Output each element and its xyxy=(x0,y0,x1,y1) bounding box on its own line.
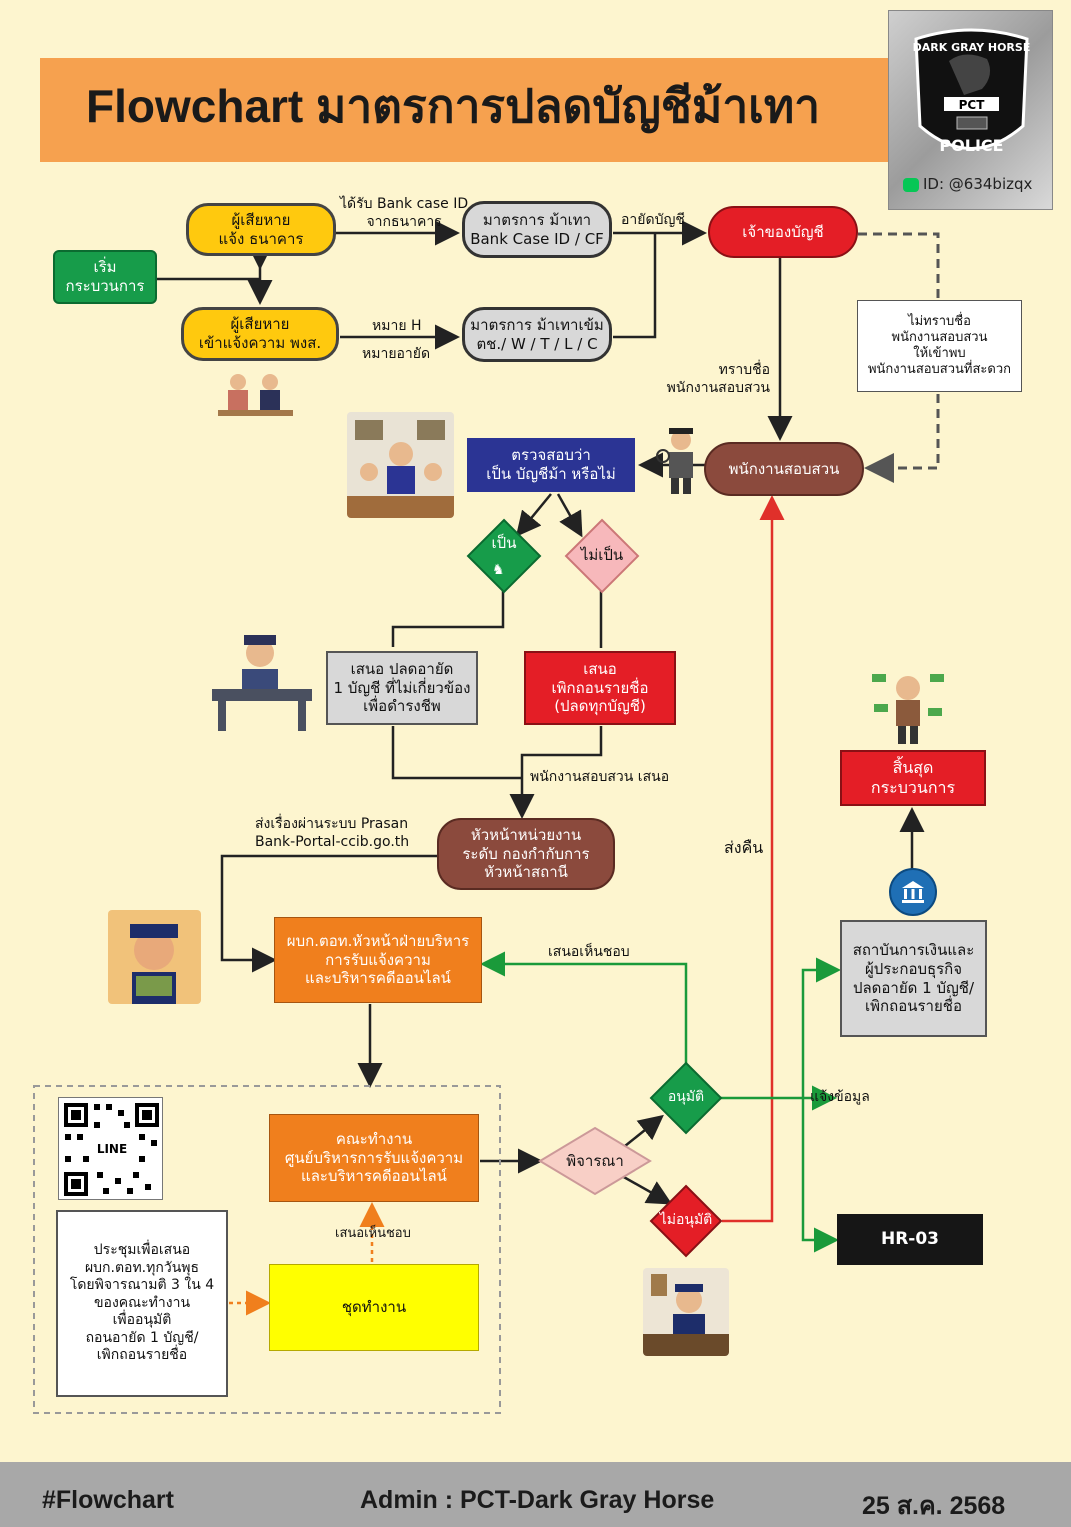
police-badge: DARK GRAY HORSE PCT POLICE ID: @634bizqx xyxy=(888,10,1053,210)
footer-admin: Admin : PCT-Dark Gray Horse xyxy=(360,1486,715,1514)
meeting-note: ประชุมเพื่อเสนอ ผบก.ตอท.ทุกวันพุธ โดยพิจ… xyxy=(56,1210,228,1397)
yes-label: เป็น xyxy=(491,533,517,552)
consider-diamond xyxy=(538,1126,652,1196)
badge-shield-icon xyxy=(914,28,1029,150)
edge-label-return: ส่งคืน xyxy=(724,838,764,857)
approve-diamond xyxy=(649,1061,723,1135)
badge-line-id: ID: @634bizqx xyxy=(923,175,1033,193)
detective-illustration xyxy=(655,424,707,496)
edge-label-warrant: หมาย H xyxy=(372,318,422,334)
badge-police: POLICE xyxy=(939,136,1004,155)
report-illustration xyxy=(218,370,293,427)
edge-label-freeze: อายัดบัญชี xyxy=(621,212,685,228)
propose-unfreeze-node: เสนอ ปลดอายัด 1 บัญชี ที่ไม่เกี่ยวข้อง เ… xyxy=(326,651,478,725)
footer-hashtag: #Flowchart xyxy=(42,1486,174,1514)
investigator-node: พนักงานสอบสวน xyxy=(704,442,864,496)
page-title: Flowchart มาตรการปลดบัญชีม้าเทา xyxy=(86,80,821,132)
hr03-node: HR-03 xyxy=(837,1214,983,1265)
account-owner-node: เจ้าของบัญชี xyxy=(708,206,858,258)
no-diamond xyxy=(564,518,640,594)
victim-bank-node: ผู้เสียหาย แจ้ง ธนาคาร xyxy=(186,203,336,256)
head-unit-node: หัวหน้าหน่วยงาน ระดับ กองกำกับการ หัวหน้… xyxy=(437,818,615,890)
footer-date: 25 ส.ค. 2568 xyxy=(862,1492,1006,1520)
yes-diamond xyxy=(466,518,542,594)
check-node: ตรวจสอบว่า เป็น บัญชีม้า หรือไม่ xyxy=(467,438,635,492)
edge-label-agree-working-group: เสนอเห็นชอบ xyxy=(335,1226,411,1241)
officer-stressed-illustration xyxy=(643,1268,729,1356)
committee-node: คณะทำงาน ศูนย์บริหารการรับแจ้งความ และบร… xyxy=(269,1114,479,1202)
measure-gray-node: มาตรการ ม้าเทา Bank Case ID / CF xyxy=(462,201,612,258)
title-bar xyxy=(40,58,888,162)
institution-node: สถาบันการเงินและ ผู้ประกอบธุรกิจ ปลดอายั… xyxy=(840,920,987,1037)
qr-label: LINE xyxy=(96,1142,128,1156)
victim-police-node: ผู้เสียหาย เข้าแจ้งความ พงส. xyxy=(181,307,339,361)
commander-node: ผบก.ตอท.หัวหน้าฝ่ายบริหาร การรับแจ้งความ… xyxy=(274,917,482,1003)
edge-label-bank-case: ได้รับ Bank case ID จากธนาคาร xyxy=(340,196,469,230)
line-qr-code: LINE xyxy=(58,1097,163,1200)
no-label: ไม่เป็น xyxy=(580,545,624,564)
edge-label-notify: แจ้งข้อมูล xyxy=(810,1089,870,1105)
unknown-investigator-note: ไม่ทราบชื่อ พนักงานสอบสวน ให้เข้าพบ พนัก… xyxy=(857,300,1022,392)
edge-label-agree-commander: เสนอเห็นชอบ xyxy=(548,944,630,960)
interrogation-illustration xyxy=(347,412,454,518)
working-group-node: ชุดทำงาน xyxy=(269,1264,479,1351)
edge-label-freeze-warrant: หมายอายัด xyxy=(362,346,431,362)
edge-label-investigator-propose: พนักงานสอบสวน เสนอ xyxy=(530,769,670,785)
money-celebration-illustration xyxy=(868,664,948,746)
end-node: สิ้นสุด กระบวนการ xyxy=(840,750,986,806)
footer-bar xyxy=(0,1462,1071,1527)
horse-icon: ♞ xyxy=(492,562,505,578)
officer-desk-illustration xyxy=(212,627,312,733)
bank-icon xyxy=(889,868,937,916)
propose-revoke-node: เสนอ เพิกถอนรายชื่อ (ปลดทุกบัญชี) xyxy=(524,651,676,725)
badge-pct: PCT xyxy=(958,98,985,112)
edge-label-prasan: ส่งเรื่องผ่านระบบ Prasan Bank-Portal-cci… xyxy=(255,816,410,850)
measure-dark-gray-node: มาตรการ ม้าเทาเข้ม ตช./ W / T / L / C xyxy=(462,307,612,362)
consider-label: พิจารณา xyxy=(566,1151,624,1170)
edge-label-know-name: ทราบชื่อ พนักงานสอบสวน xyxy=(666,362,770,396)
approve-label: อนุมัติ xyxy=(667,1089,705,1106)
qr-pattern-icon xyxy=(64,1103,159,1196)
badge-top-text: DARK GRAY HORSE xyxy=(912,41,1031,54)
officer-reading-illustration xyxy=(108,910,201,1004)
start-node: เริ่ม กระบวนการ xyxy=(53,250,157,304)
reject-label: ไม่อนุมัติ xyxy=(659,1212,713,1229)
reject-diamond xyxy=(649,1184,723,1258)
line-icon xyxy=(903,178,919,192)
